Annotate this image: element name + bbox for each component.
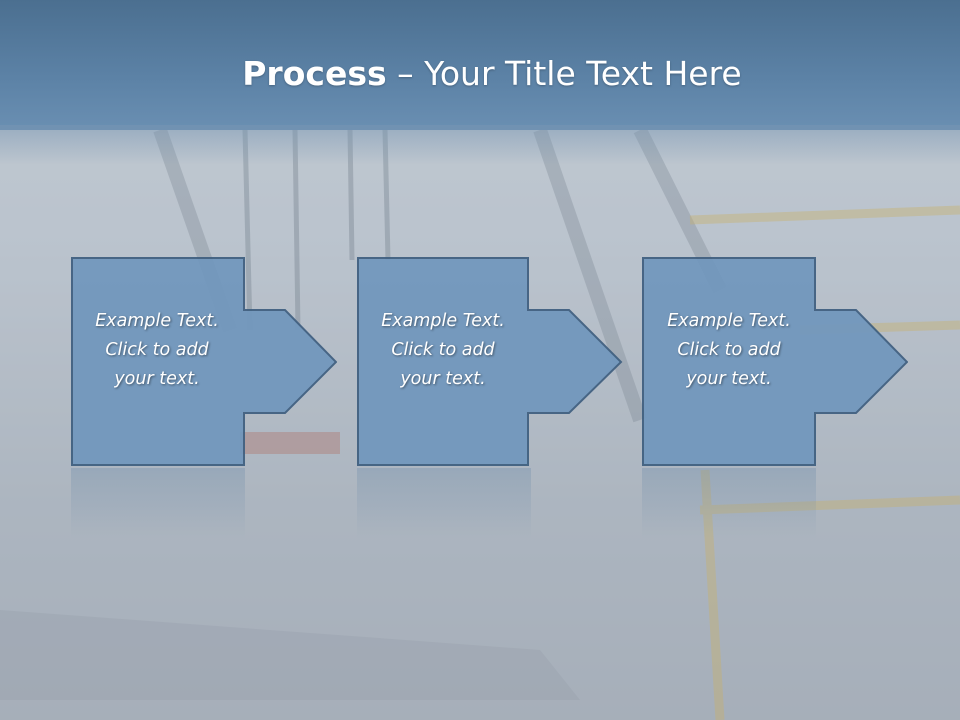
title-bar-fade xyxy=(0,125,960,165)
step-3-reflection xyxy=(642,468,816,538)
arrow-box-shape xyxy=(642,257,908,466)
step-text[interactable]: Example Text. Click to add your text. xyxy=(381,311,505,389)
title-rest: – Your Title Text Here xyxy=(386,54,742,93)
step-text[interactable]: Example Text. Click to add your text. xyxy=(667,311,791,389)
step-1-reflection xyxy=(71,468,245,538)
process-step-3[interactable]: Example Text. Click to add your text. xyxy=(642,257,908,467)
title-bold: Process xyxy=(242,54,387,93)
step-text[interactable]: Example Text. Click to add your text. xyxy=(95,311,219,389)
arrow-box-shape xyxy=(357,257,623,466)
process-step-1[interactable]: Example Text. Click to add your text. xyxy=(71,257,337,467)
step-2-reflection xyxy=(357,468,531,538)
page-title[interactable]: Process – Your Title Text Here xyxy=(0,52,960,96)
arrow-box-shape xyxy=(71,257,337,466)
title-bar xyxy=(0,0,960,130)
process-step-2[interactable]: Example Text. Click to add your text. xyxy=(357,257,623,467)
